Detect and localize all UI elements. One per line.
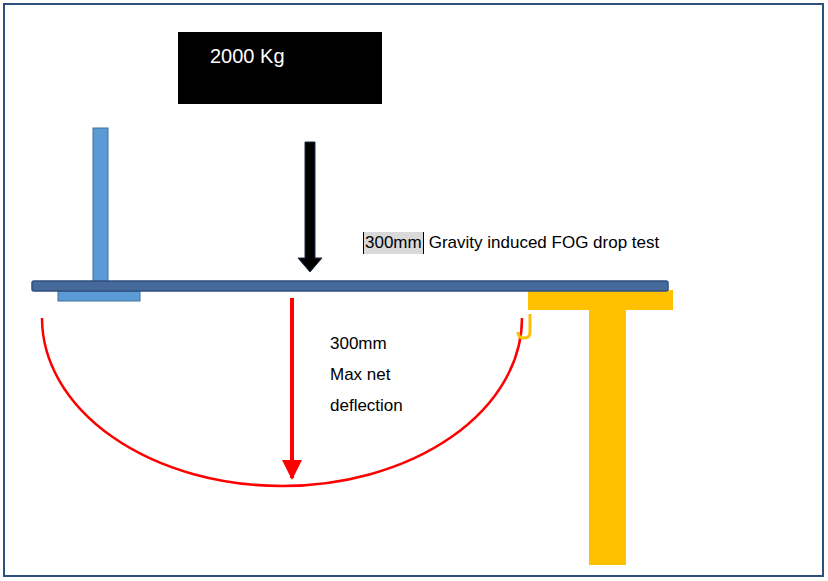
frame-border: [4, 4, 823, 576]
hook: [518, 314, 530, 338]
deflection-label: 300mm Max net deflection: [330, 328, 415, 421]
support-column: [589, 308, 626, 565]
dimension-label: 300mm: [363, 232, 424, 254]
deflection-arrow: [290, 298, 294, 478]
deflection-curve: [42, 318, 522, 486]
base-plate: [58, 291, 140, 301]
support-bracket: [528, 290, 673, 310]
load-arrow: [298, 142, 322, 272]
test-label: Gravity induced FOG drop test: [429, 232, 660, 254]
beam: [32, 281, 668, 291]
load-label: 2000 Kg: [210, 44, 285, 68]
load-block: 2000 Kg: [178, 32, 382, 104]
post: [93, 128, 108, 298]
